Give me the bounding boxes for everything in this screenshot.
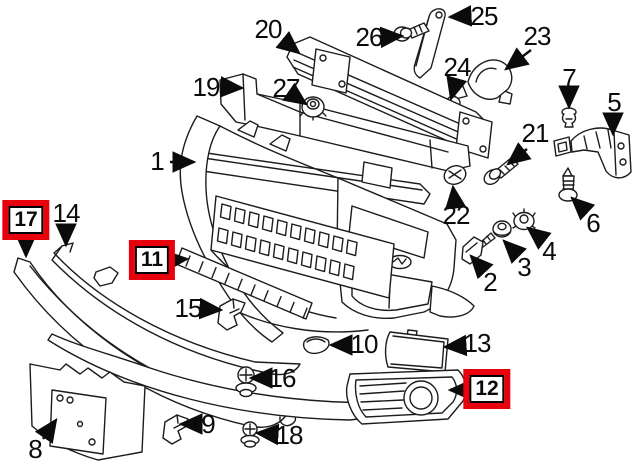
arrow-15: [198, 297, 224, 320]
arrow-23: [504, 47, 532, 71]
part-label-25: 25: [470, 1, 499, 31]
arrow-25: [447, 5, 473, 27]
flange-nut-part-4: [512, 208, 536, 231]
push-fastener-part-16: [235, 366, 257, 398]
part-label-20: 20: [254, 14, 283, 44]
arrow-22: [444, 184, 467, 210]
part-label-26: 26: [355, 22, 384, 52]
clip-part-15: [217, 298, 246, 331]
arrow-26: [379, 26, 405, 49]
arrow-8: [34, 418, 58, 444]
arrow-18: [254, 423, 280, 446]
arrow-13: [442, 334, 468, 357]
push-fastener-part-18: [240, 421, 260, 448]
arrow-21: [506, 142, 532, 166]
arrow-27: [282, 82, 308, 106]
hook-bracket-part: [452, 59, 513, 105]
part-label-23: 23: [523, 21, 552, 51]
part-label-2: 2: [483, 267, 498, 297]
strap-bracket-part: [413, 8, 446, 79]
part-label-18: 18: [275, 420, 304, 450]
part-label-11-highlighted: 11: [128, 240, 176, 280]
part-label-13: 13: [463, 328, 492, 358]
clip-part-2: [461, 232, 496, 265]
trim-strip-part-14: [51, 242, 301, 376]
expansion-plug-part: [561, 107, 577, 128]
part-label-24: 24: [443, 52, 472, 82]
part-label-5: 5: [607, 87, 622, 117]
arrow-4: [526, 226, 552, 250]
part-label-7: 7: [562, 63, 577, 93]
part-label-19: 19: [192, 72, 221, 102]
fog-grille-part: [345, 369, 467, 425]
side-bracket-part: [553, 127, 632, 179]
part-label-16: 16: [268, 363, 297, 393]
callout-arrows: [15, 5, 624, 446]
clip-part-9: [162, 414, 189, 445]
arrow-6: [570, 196, 596, 221]
arrow-24: [446, 75, 468, 102]
arrow-20: [275, 30, 301, 55]
bumper-reinforcement-part: [286, 36, 493, 159]
tow-hook-cover-part: [302, 336, 330, 355]
arrow-2: [469, 254, 494, 280]
fog-cover-part: [384, 329, 449, 373]
part-label-1: 1: [150, 146, 165, 176]
part-label-27: 27: [272, 73, 301, 103]
part-label-9: 9: [201, 409, 216, 439]
part-label-10: 10: [350, 329, 379, 359]
part-label-12-highlighted: 12: [463, 369, 511, 409]
arrow-3: [502, 239, 527, 264]
part-label-3: 3: [517, 252, 532, 282]
part-label-22: 22: [442, 200, 471, 230]
bolt-part-21: [483, 157, 519, 186]
part-label-17-highlighted: 17: [2, 200, 50, 240]
part-label-8: 8: [28, 434, 43, 464]
part-label-4: 4: [542, 236, 557, 266]
part-label-15: 15: [174, 293, 203, 323]
bumper-cover-part: [179, 115, 475, 343]
screw-part-6: [558, 167, 578, 202]
grommet-part: [492, 220, 512, 238]
part-label-14: 14: [52, 198, 81, 228]
oval-plug-part: [443, 165, 467, 185]
part-label-21: 21: [521, 118, 550, 148]
part-label-6: 6: [586, 208, 601, 238]
arrow-19: [219, 76, 245, 98]
arrow-11: [164, 250, 190, 272]
